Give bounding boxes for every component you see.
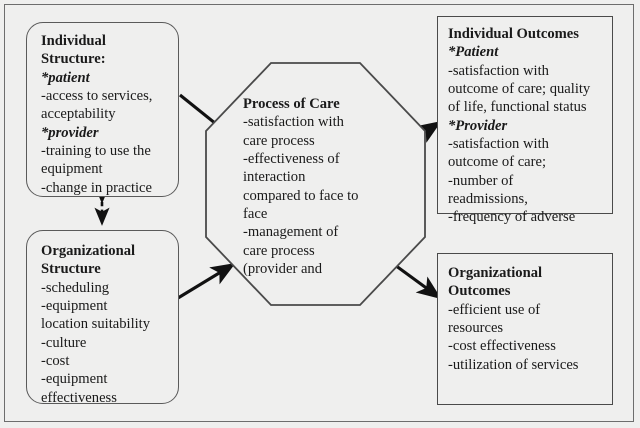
node-organizational-outcomes[interactable]: Organizational Outcomes -efficient use o… bbox=[437, 253, 613, 405]
node-individual-structure-patient-items: -access to services, acceptability bbox=[41, 87, 153, 123]
node-individual-structure-heading: Individual Structure: bbox=[41, 33, 106, 68]
node-individual-structure-subheading-patient: *patient bbox=[41, 69, 90, 86]
node-individual-outcomes-subheading-provider: *Provider bbox=[448, 117, 508, 134]
node-organizational-structure[interactable]: Organizational Structure -scheduling -eq… bbox=[26, 230, 179, 407]
node-organizational-outcomes-items: -efficient use of resources -cost effect… bbox=[448, 301, 579, 373]
node-individual-structure-subheading-provider: *provider bbox=[41, 124, 99, 141]
node-individual-outcomes[interactable]: Individual Outcomes *Patient -satisfacti… bbox=[437, 16, 613, 225]
node-individual-structure-body: Individual Structure: *patient -access t… bbox=[41, 32, 168, 197]
node-organizational-structure-body: Organizational Structure -scheduling -eq… bbox=[41, 242, 168, 407]
node-organizational-structure-heading: Organizational Structure bbox=[41, 243, 136, 278]
node-individual-outcomes-body: Individual Outcomes *Patient -satisfacti… bbox=[448, 25, 606, 226]
node-organizational-structure-items: -scheduling -equipment location suitabil… bbox=[41, 279, 151, 406]
node-individual-outcomes-subheading-patient: *Patient bbox=[448, 44, 499, 61]
node-individual-outcomes-provider-items: -satisfaction with outcome of care; -num… bbox=[448, 135, 576, 226]
node-process-of-care-heading: Process of Care bbox=[243, 96, 340, 112]
node-process-of-care-body: Process of Care -satisfaction with care … bbox=[243, 95, 415, 278]
node-individual-outcomes-patient-items: -satisfaction with outcome of care; qual… bbox=[448, 62, 591, 116]
node-organizational-outcomes-heading: Organizational Outcomes bbox=[448, 265, 543, 300]
node-organizational-outcomes-body: Organizational Outcomes -efficient use o… bbox=[448, 264, 606, 374]
octagon-shape bbox=[205, 62, 426, 306]
node-individual-structure[interactable]: Individual Structure: *patient -access t… bbox=[26, 22, 179, 197]
node-individual-outcomes-heading: Individual Outcomes bbox=[448, 26, 579, 42]
node-process-of-care[interactable]: Process of Care -satisfaction with care … bbox=[205, 62, 426, 306]
node-individual-structure-provider-items: -training to use the equipment -change i… bbox=[41, 142, 153, 196]
node-process-of-care-items: -satisfaction with care process -effecti… bbox=[243, 114, 359, 277]
